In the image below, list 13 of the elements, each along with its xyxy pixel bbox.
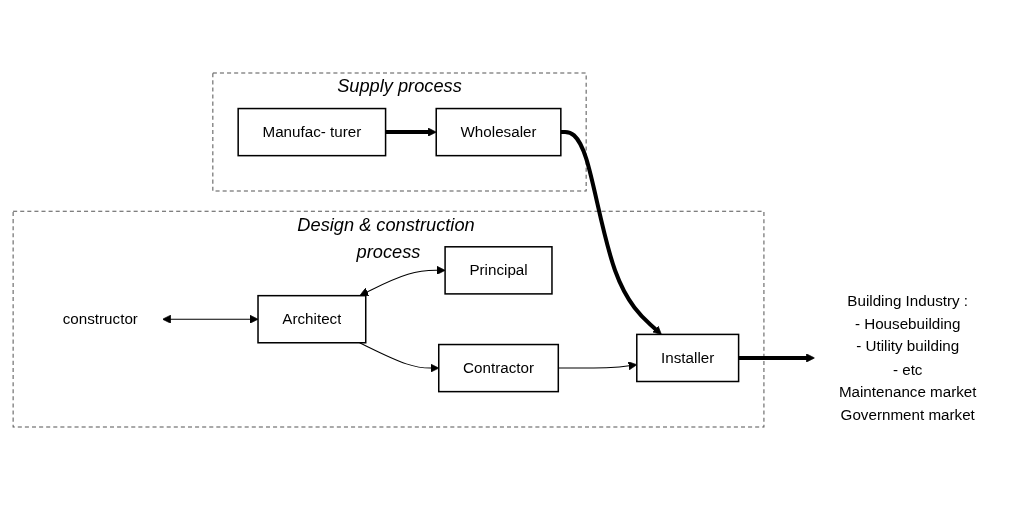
arrow bbox=[385, 127, 437, 137]
arrow bbox=[738, 353, 815, 363]
node-box: Architect bbox=[257, 295, 367, 344]
node-box: Principal bbox=[444, 246, 553, 295]
node-box: Manufac- turer bbox=[237, 108, 387, 157]
node-text: constructor bbox=[62, 310, 138, 328]
node-text: Building Industry : - Housebuilding - Utility building - etc Maintenance market Government market bbox=[838, 291, 977, 423]
node-box: Contractor bbox=[438, 344, 560, 393]
arrow bbox=[359, 266, 446, 297]
node-box: Installer bbox=[636, 333, 740, 383]
arrow bbox=[560, 130, 662, 335]
arrow bbox=[162, 314, 259, 324]
node-box: Wholesaler bbox=[435, 108, 562, 157]
